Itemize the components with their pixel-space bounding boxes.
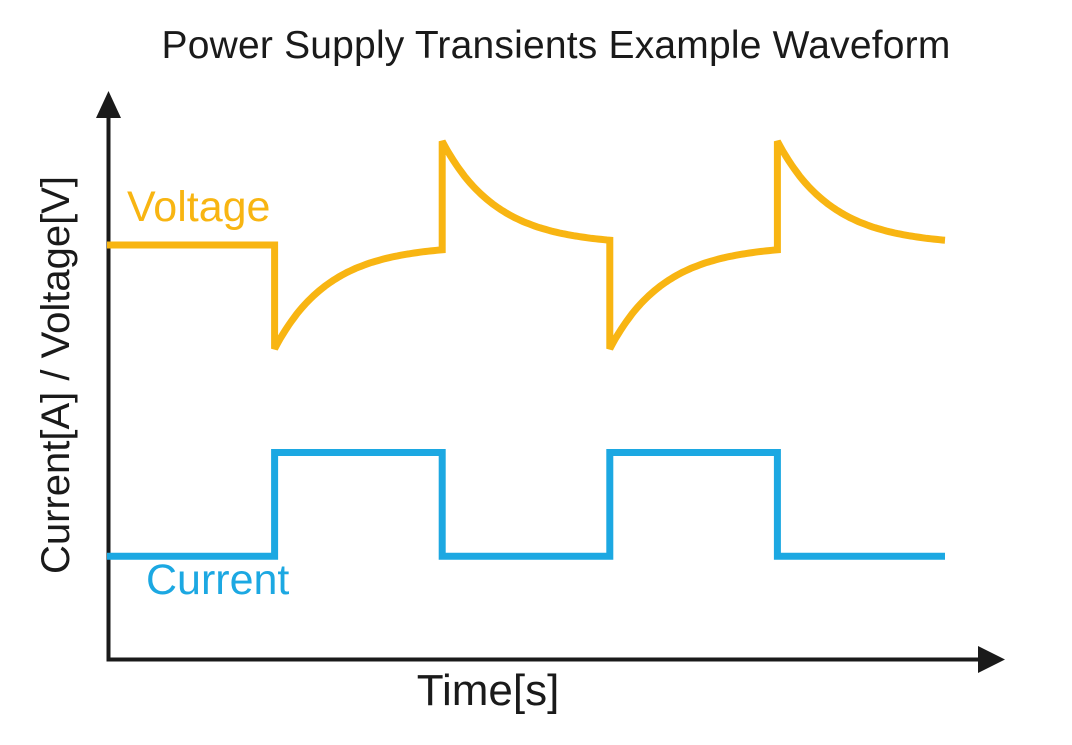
x-axis-label: Time[s] — [416, 666, 560, 715]
x-axis-arrowhead — [978, 646, 1005, 673]
chart-title: Power Supply Transients Example Waveform — [161, 24, 951, 67]
current-series-label: Current — [146, 556, 290, 604]
current-waveform — [107, 449, 945, 560]
y-axis-arrowhead — [96, 91, 121, 118]
voltage-series-label: Voltage — [127, 183, 271, 231]
voltage-waveform — [107, 139, 946, 351]
